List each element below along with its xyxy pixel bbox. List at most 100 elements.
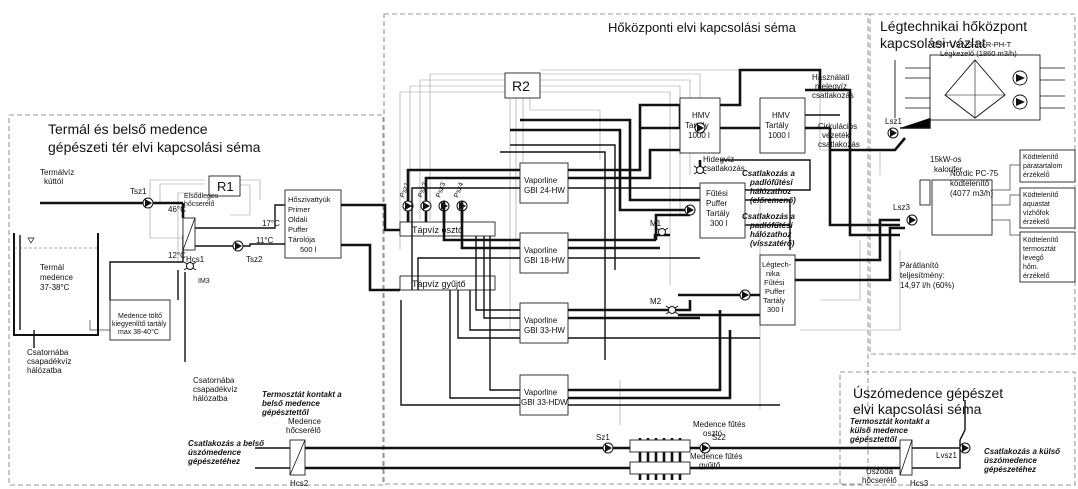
buffer-label-6: 500 l — [300, 245, 317, 254]
controller-r1-label: R1 — [217, 179, 234, 194]
sensor3-label-2: termosztát — [1023, 246, 1056, 253]
ventus-label-2: Légkezelő (1860 m3/h) — [940, 49, 1017, 58]
heatpump-3-label-1: Vaporline — [524, 316, 558, 325]
tank-label-2: kiegyenlítő tartály — [112, 321, 167, 328]
sz1-label: Sz1 — [596, 433, 610, 442]
conn-right-label-1: Csatlakozás a külső — [984, 447, 1061, 456]
valve-m1 — [655, 227, 669, 237]
airbuf-label-1: Légtech- — [762, 260, 792, 269]
thermo-right-label-2: külső medence — [850, 426, 908, 435]
conn-left-label-2: úszómedence — [188, 448, 241, 457]
pump-lsz3 — [906, 214, 918, 226]
pump-lsz1 — [887, 127, 899, 139]
sensor1-label-1: Ködtelenítő — [1023, 154, 1059, 161]
supply-distributor-label: Tápvíz osztó — [412, 225, 463, 235]
hcs3-diagonal — [899, 439, 913, 476]
drain-a-label-1: Csatornába — [27, 348, 69, 357]
conn-left-label-1: Csatlakozás a belső — [188, 439, 265, 448]
tank-label-3: max 38-40°C — [118, 328, 159, 336]
sensor-air-thermostat — [1019, 231, 1076, 283]
air-handling-section-frame — [869, 13, 1076, 355]
floor-supply-label-1: Csatlakozás a — [742, 169, 795, 178]
air-title-line1: Légtechnikai hőközpont — [880, 18, 1027, 34]
primary-buffer-tank — [284, 189, 342, 259]
nordic-dehumidifier — [931, 179, 993, 236]
thermo-right-label-1: Termosztát kontakt a — [850, 417, 930, 426]
buffer-label-5: Tárolója — [288, 235, 316, 244]
primary-hex-label-2: hőcserélő — [184, 201, 214, 208]
hcs1-label: Hcs1 — [186, 255, 205, 264]
pool-collector — [629, 461, 691, 475]
temp-17: 17°C — [262, 219, 280, 228]
central-section-frame — [383, 13, 869, 485]
drain-b-label-1: Csatornába — [193, 376, 235, 385]
air-handling-buffer-tank — [759, 254, 796, 326]
floor-return-label-4: (visszatérő) — [750, 239, 795, 248]
sz2-label: Sz2 — [712, 433, 726, 442]
pump-lvsz1 — [959, 442, 971, 454]
pump-sz2 — [699, 442, 711, 454]
hcs2-label: Hcs2 — [290, 479, 309, 488]
pool-label-2: medence — [40, 273, 73, 282]
hmv2-label-2: Tartály — [765, 121, 789, 130]
sensor1-label-2: páratartalom — [1023, 163, 1062, 170]
floor-supply-label-3: hálózathoz — [750, 187, 791, 196]
thermo-left-label-1: Termosztát kontakt a — [262, 390, 342, 399]
buffer-label-2: Primer — [288, 205, 311, 214]
im3-label: IM3 — [198, 278, 210, 285]
sensor2-label-1: Ködtelenítő — [1023, 192, 1059, 199]
conn-right-label-3: gépészetéhez — [983, 465, 1036, 474]
sensor2-label-2: aquastat — [1023, 201, 1050, 208]
valve-m1-label: M1 — [650, 219, 662, 228]
thermo-right-label-3: gépésztettől — [849, 435, 897, 444]
inlet-label-2: kúttól — [44, 177, 63, 186]
pool-distributor — [629, 439, 691, 453]
airbuf-label-2: nika — [766, 269, 781, 278]
pool-label-1: Termál — [40, 263, 64, 272]
hmv1-label-1: HMV — [692, 111, 710, 120]
primary-hex-diagonal — [182, 217, 196, 251]
airbuf-label-6: 300 l — [767, 305, 784, 314]
heater-label-1: 15kW-os — [930, 155, 961, 164]
controller-r2-label: R2 — [512, 78, 530, 94]
heatpump-gbi18 — [519, 232, 569, 274]
heater-label-2: kalorifer — [934, 165, 963, 174]
heatbuf-label-2: Puffer — [706, 199, 728, 208]
heatbuf-label-3: Tartály — [706, 209, 730, 218]
thermal-title-line2: gépészeti tér elvi kapcsolási séma — [48, 139, 261, 155]
pool-heating-piping — [255, 400, 966, 480]
hcs2-diagonal — [289, 439, 306, 476]
heatpump-4-label-1: Vaporline — [524, 388, 558, 397]
coldwater-label-2: csatlakozás — [703, 164, 745, 173]
heatpump-4-label-2: GBI 33-HDW — [521, 398, 568, 407]
ventus-label-1: VENTUS VS-15-R-PH-T — [930, 40, 1012, 49]
drain-b-label-3: hálózatba — [193, 394, 228, 403]
lsz3-label: Lsz3 — [893, 203, 910, 212]
swim-title-line2: elvi kapcsolási séma — [853, 401, 982, 417]
controller-r1-box — [208, 175, 241, 197]
pump-hmv-circ — [694, 122, 706, 134]
temp-12: 12°C — [168, 251, 186, 260]
drain-a-label-2: csapadékvíz — [27, 357, 71, 366]
heater-coil — [919, 179, 931, 206]
pump-sz1 — [602, 442, 614, 454]
sensor3-label-3: levegő — [1023, 255, 1044, 262]
psz2-label: Psz2 — [417, 182, 429, 199]
return-collector-label: Tápvíz gyűjtő — [412, 279, 466, 289]
controller-r2-box — [504, 72, 541, 99]
circ-label-1: Cirkulációs — [818, 122, 857, 131]
thermal-pool-basin — [13, 233, 99, 336]
buffer-label-3: Oldali — [288, 215, 308, 224]
buffer-label-4: Puffer — [288, 225, 308, 234]
nordic-label-2: ködtelenítő — [950, 179, 990, 188]
air-title-line2: kapcsolási vázlat — [880, 35, 986, 51]
sensor3-label-5: érzékelő — [1023, 273, 1050, 280]
hotwater-label-1: Használati — [812, 73, 850, 82]
circ-label-2: vezeték — [822, 131, 851, 140]
supply-distributor — [399, 221, 496, 237]
heatpump-2-label-1: Vaporline — [524, 246, 558, 255]
air-handling-unit — [894, 54, 1065, 129]
pipe-buffer-return — [341, 243, 400, 292]
